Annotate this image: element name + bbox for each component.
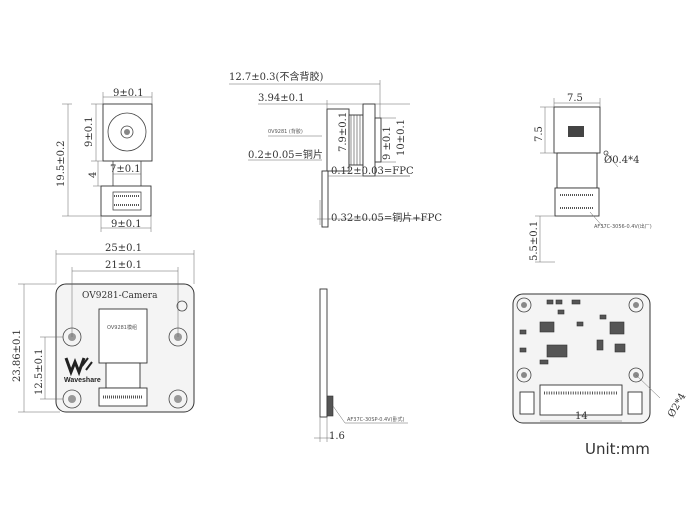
dim-height: 7.5 bbox=[534, 126, 545, 142]
dim-gap: 4 bbox=[88, 172, 99, 178]
dim-outer-width: 25±0.1 bbox=[105, 243, 142, 254]
components bbox=[519, 299, 626, 365]
dim-total-height: 19.5±0.2 bbox=[56, 140, 67, 187]
fpc-connector bbox=[100, 185, 152, 217]
dim-inner-width: 21±0.1 bbox=[105, 260, 142, 271]
fpc-strip bbox=[321, 170, 329, 228]
connector-label-side: AF37C-30SP-0.4V(卧式) bbox=[347, 416, 405, 423]
connector-pins bbox=[112, 191, 142, 211]
board-label: OV9281-Camera bbox=[82, 291, 158, 301]
dim-fpc: 0.12±0.03=FPC bbox=[331, 166, 414, 177]
dim-holes: Ø2*4 bbox=[666, 392, 688, 420]
dim-board-height: 23.86±0.1 bbox=[12, 329, 23, 382]
sensor-module bbox=[98, 308, 148, 364]
dim-hole: Ø0.4*4 bbox=[604, 155, 639, 166]
sensor-neck bbox=[556, 152, 598, 189]
dim-fpc-len: 5.5±0.1 bbox=[529, 221, 540, 261]
back-connector bbox=[539, 384, 623, 416]
dim-lens-length: 3.94±0.1 bbox=[258, 93, 305, 104]
connector-label-right: AF37C-3056-0.4V(出厂) bbox=[594, 223, 652, 230]
brand-label: Waveshare bbox=[64, 377, 101, 384]
dim-bottom-width: 9±0.1 bbox=[111, 219, 142, 230]
dim-total-length: 12.7±0.3(不含背胶) bbox=[229, 70, 323, 83]
fpc-tail bbox=[105, 362, 141, 389]
bottom-left-view: OV9281-Camera OV9281模组 Waveshare 25±0.1 … bbox=[12, 243, 195, 413]
dim-copper-fpc: 0.32±0.05=铜片+FPC bbox=[331, 211, 442, 224]
side-connector bbox=[326, 395, 334, 417]
dim-copper: 0.2±0.05=铜片 bbox=[248, 148, 323, 161]
bottom-middle-view: 1.6 AF37C-30SP-0.4V(卧式) bbox=[314, 288, 408, 442]
dim-lens-top: 9±0.1 bbox=[113, 88, 144, 99]
dim-hole-offset: 12.5±0.1 bbox=[34, 348, 45, 395]
mount-holes-back bbox=[516, 297, 644, 383]
top-left-view: 9±0.1 9±0.1 19.5±0.2 4 7±0.1 9±0.1 bbox=[56, 88, 153, 232]
sensor-label: OV9281模组 bbox=[107, 324, 137, 331]
lens-inner-ring bbox=[120, 125, 134, 139]
top-middle-view: 12.7±0.3(不含背胶) 3.94±0.1 0V9281 (背胶) 7.9±… bbox=[229, 70, 442, 228]
sensor-chip bbox=[568, 126, 584, 137]
unit-label: Unit:mm bbox=[585, 440, 650, 458]
lens-cap bbox=[374, 117, 382, 163]
dim-d3: 10±0.1 bbox=[396, 119, 407, 156]
sensor-connector bbox=[554, 187, 600, 217]
lens-outer-ring bbox=[107, 112, 147, 152]
waveshare-logo-icon bbox=[64, 357, 93, 377]
dim-d1: 7.9±0.1 bbox=[338, 112, 349, 152]
dim-thickness: 1.6 bbox=[329, 431, 345, 442]
top-right-view: 7.5 7.5 Ø0.4*4 5.5±0.1 AF37C-3056-0.4V(出… bbox=[529, 93, 652, 263]
dim-lens-height: 9±0.1 bbox=[84, 116, 95, 147]
dim-lens-mid: 7±0.1 bbox=[110, 164, 141, 175]
dim-d2: 9 ±0.1 bbox=[382, 126, 393, 160]
dim-connector: 14 bbox=[575, 411, 588, 422]
callout-tiny: 0V9281 (背胶) bbox=[268, 128, 303, 135]
board-edge bbox=[319, 288, 328, 418]
connector-pins-right bbox=[560, 194, 594, 209]
dim-width: 7.5 bbox=[567, 93, 583, 104]
lens-center bbox=[124, 129, 130, 135]
bottom-right-view: 14 Ø2*4 bbox=[512, 293, 689, 424]
